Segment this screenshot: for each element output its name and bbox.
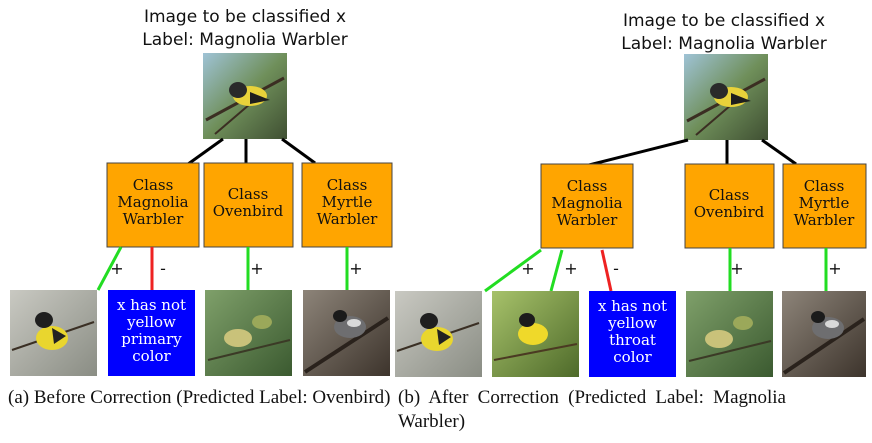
panel-a-tree-edge bbox=[281, 137, 316, 165]
panel-b-evidence-image-4 bbox=[782, 291, 866, 377]
panel-a: Image to be classified x Label: Magnolia… bbox=[10, 7, 393, 376]
svg-text:Ovenbird: Ovenbird bbox=[213, 202, 284, 220]
panel-a-sign: + bbox=[250, 259, 263, 278]
panel-a-evidence-image-3 bbox=[303, 290, 390, 376]
svg-text:Class: Class bbox=[133, 176, 174, 194]
svg-text:Ovenbird: Ovenbird bbox=[694, 203, 765, 221]
svg-text:Warbler: Warbler bbox=[317, 210, 379, 228]
svg-text:Class: Class bbox=[709, 186, 750, 204]
panel-a-class-magnolia: Class Magnolia Warbler bbox=[106, 162, 200, 248]
panel-a-positive-edge bbox=[96, 246, 123, 291]
panel-a-evidence-image-1 bbox=[10, 290, 97, 376]
panel-b-sign: + bbox=[828, 259, 841, 278]
panel-b-evidence-image-3 bbox=[686, 291, 773, 377]
caption-a: (a) Before Correction (Predicted Label: … bbox=[8, 387, 391, 408]
panel-b-tree-edge bbox=[584, 138, 689, 168]
panel-a-sign: + bbox=[110, 259, 123, 278]
panel-b-negative-edge bbox=[600, 249, 613, 292]
panel-b-class-ovenbird: Class Ovenbird bbox=[684, 163, 775, 249]
panel-b-sign: + bbox=[730, 259, 743, 278]
svg-text:yellow: yellow bbox=[607, 314, 657, 332]
svg-text:Myrtle: Myrtle bbox=[799, 194, 850, 212]
panel-b: Image to be classified x Label: Magnolia… bbox=[395, 11, 867, 377]
panel-b-evidence-image-2 bbox=[492, 291, 579, 377]
svg-text:x has not: x has not bbox=[117, 296, 186, 314]
panel-a-sign: - bbox=[160, 259, 166, 278]
panel-a-class-myrtle: Class Myrtle Warbler bbox=[301, 162, 393, 248]
caption-b: (b) After Correction (Predicted Label: M… bbox=[398, 387, 786, 432]
panel-a-header-line2: Label: Magnolia Warbler bbox=[142, 30, 347, 50]
svg-text:color: color bbox=[613, 348, 652, 366]
panel-b-positive-edge bbox=[484, 248, 542, 293]
svg-text:Warbler: Warbler bbox=[557, 211, 619, 229]
panel-b-positive-edge bbox=[549, 249, 564, 292]
panel-b-sign: - bbox=[613, 259, 619, 278]
svg-text:Warbler: Warbler bbox=[123, 210, 185, 228]
panel-a-header-line1: Image to be classified x bbox=[144, 7, 346, 27]
panel-b-header-line2: Label: Magnolia Warbler bbox=[621, 34, 826, 54]
panel-b-class-magnolia: Class Magnolia Warbler bbox=[540, 163, 634, 249]
panel-b-tree-edge bbox=[761, 138, 797, 166]
panel-b-header-line1: Image to be classified x bbox=[623, 11, 825, 31]
svg-text:Class: Class bbox=[228, 185, 269, 203]
panel-b-sign: + bbox=[521, 259, 534, 278]
svg-text:Class: Class bbox=[804, 177, 845, 195]
panel-b-sign: + bbox=[564, 259, 577, 278]
panel-b-main-image bbox=[684, 54, 768, 140]
svg-text:Class: Class bbox=[327, 176, 368, 194]
svg-text:color: color bbox=[132, 347, 171, 365]
svg-text:throat: throat bbox=[609, 331, 656, 349]
svg-text:Magnolia: Magnolia bbox=[551, 194, 622, 212]
panel-b-evidence-image-1 bbox=[395, 291, 482, 377]
panel-b-class-myrtle: Class Myrtle Warbler bbox=[782, 163, 867, 249]
panel-b-concept-card: x has not yellow throat color bbox=[589, 291, 676, 377]
panel-a-evidence-image-2 bbox=[205, 290, 292, 376]
svg-text:primary: primary bbox=[121, 330, 182, 348]
svg-text:yellow: yellow bbox=[126, 313, 176, 331]
svg-text:Warbler: Warbler bbox=[794, 211, 856, 229]
panel-a-main-image bbox=[203, 53, 287, 139]
svg-text:x has not: x has not bbox=[598, 297, 667, 315]
svg-text:Magnolia: Magnolia bbox=[117, 193, 188, 211]
panel-a-class-ovenbird: Class Ovenbird bbox=[203, 162, 294, 248]
svg-text:Class: Class bbox=[567, 177, 608, 195]
panel-a-concept-card: x has not yellow primary color bbox=[108, 290, 195, 376]
panel-a-sign: + bbox=[349, 259, 362, 278]
svg-text:Myrtle: Myrtle bbox=[322, 193, 373, 211]
